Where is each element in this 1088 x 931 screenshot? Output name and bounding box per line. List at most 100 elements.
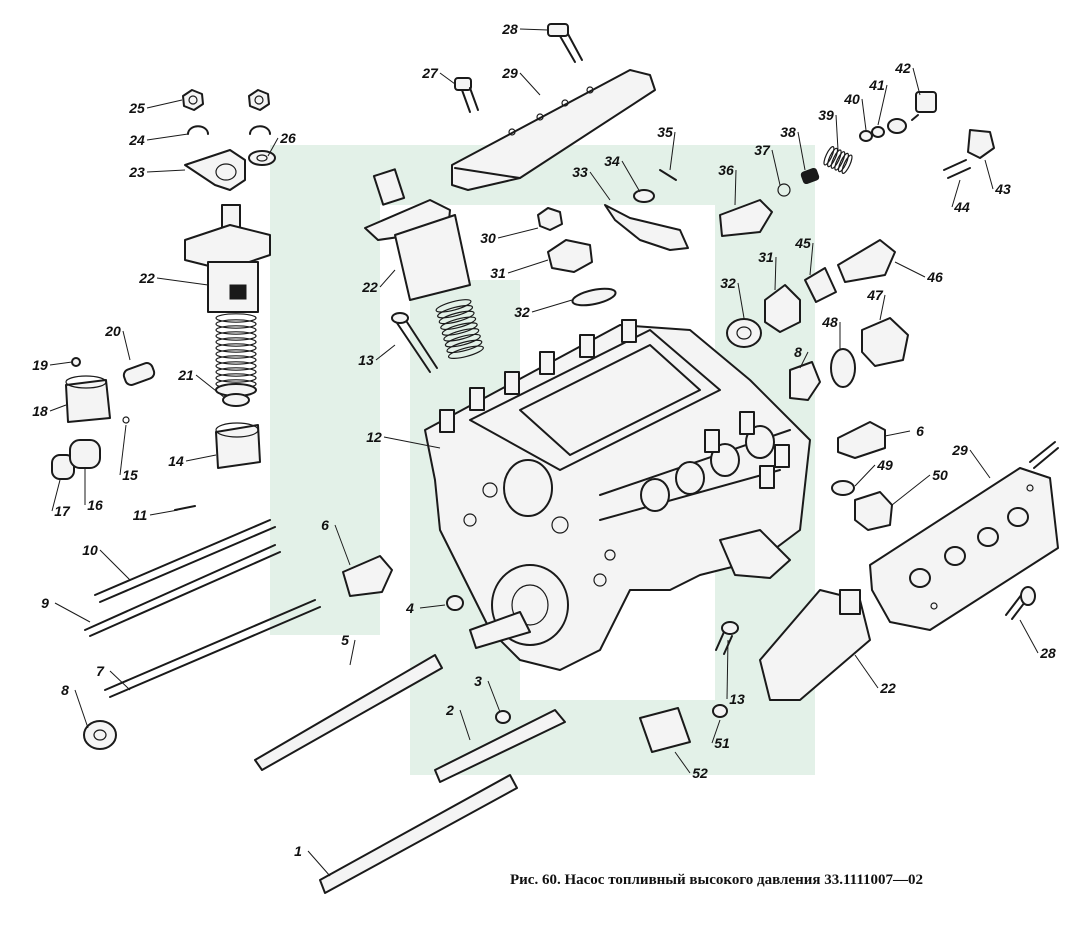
callout-label-7: 7 — [96, 663, 105, 679]
callout-label-10: 10 — [82, 542, 98, 558]
leader-line-33 — [589, 171, 611, 201]
leader-line-34 — [621, 160, 641, 193]
leader-line-32 — [531, 299, 573, 313]
callout-label-50: 50 — [932, 467, 948, 483]
parts-left-column — [51, 357, 261, 511]
callout-label-14: 14 — [168, 453, 184, 469]
pump-housing-12 — [424, 319, 811, 671]
leader-line-17 — [51, 479, 61, 512]
leader-line-41 — [877, 84, 888, 126]
callout-label-22: 22 — [879, 680, 896, 696]
callout-label-34: 34 — [604, 153, 620, 169]
figure-caption: Рис. 60. Насос топливный высокого давлен… — [510, 872, 923, 888]
leader-line-50 — [891, 474, 931, 506]
leader-line-6 — [884, 430, 911, 437]
callout-label-4: 4 — [405, 600, 414, 616]
bolt-28-top — [547, 23, 583, 63]
callout-label-13: 13 — [729, 691, 745, 707]
callout-label-40: 40 — [843, 91, 860, 107]
small-parts-center — [391, 169, 689, 373]
leader-line-23 — [146, 169, 186, 173]
leader-line-47 — [879, 294, 886, 321]
leader-line-45 — [809, 242, 814, 276]
leader-line-39 — [835, 114, 839, 151]
leader-line-35 — [669, 131, 676, 171]
callout-label-36: 36 — [718, 162, 734, 178]
callout-label-32: 32 — [720, 275, 736, 291]
leader-line-3 — [487, 680, 501, 713]
leader-line-22 — [854, 654, 879, 689]
callout-label-25: 25 — [128, 100, 145, 116]
leader-line-1 — [307, 850, 331, 877]
callout-label-38: 38 — [780, 124, 796, 140]
callout-label-42: 42 — [894, 60, 911, 76]
callout-label-52: 52 — [692, 765, 708, 781]
callout-label-51: 51 — [714, 735, 730, 751]
plunger-pair-22-center — [364, 168, 484, 359]
leader-line-19 — [49, 361, 73, 366]
callout-label-1: 1 — [294, 843, 302, 859]
bolt-27 — [454, 77, 479, 113]
fittings-right-top — [719, 91, 995, 401]
callout-label-3: 3 — [474, 673, 482, 689]
leader-line-49 — [854, 464, 876, 487]
racks-left — [83, 519, 464, 750]
callout-label-2: 2 — [445, 702, 454, 718]
leader-line-46 — [894, 261, 926, 278]
leader-line-22 — [156, 277, 209, 286]
leader-line-29 — [969, 449, 991, 479]
leader-line-5 — [349, 639, 356, 666]
callout-label-16: 16 — [87, 497, 103, 513]
callout-label-41: 41 — [868, 77, 885, 93]
callout-label-48: 48 — [821, 314, 838, 330]
leader-line-13 — [375, 344, 396, 361]
callout-label-5: 5 — [341, 632, 349, 648]
leader-line-25 — [146, 99, 183, 109]
callout-label-11: 11 — [133, 507, 148, 523]
callout-label-49: 49 — [876, 457, 893, 473]
callout-label-44: 44 — [953, 199, 970, 215]
parts-right-middle — [715, 421, 893, 701]
callout-label-22: 22 — [138, 270, 155, 286]
callout-label-43: 43 — [994, 181, 1011, 197]
leader-line-52 — [674, 751, 691, 774]
callout-label-45: 45 — [794, 235, 811, 251]
callout-label-19: 19 — [32, 357, 48, 373]
callout-label-18: 18 — [32, 403, 48, 419]
leader-line-8 — [799, 351, 809, 369]
callout-label-29: 29 — [951, 442, 968, 458]
leader-line-30 — [497, 227, 539, 239]
leader-line-14 — [185, 454, 217, 462]
leader-line-26 — [267, 137, 279, 157]
callout-label-37: 37 — [754, 142, 771, 158]
callout-label-17: 17 — [54, 503, 71, 519]
leader-line-7 — [109, 670, 131, 691]
cover-plate-29-right — [869, 441, 1059, 631]
callout-label-31: 31 — [758, 249, 774, 265]
callout-label-21: 21 — [177, 367, 194, 383]
leader-line-38 — [797, 131, 806, 171]
leader-line-15 — [119, 424, 127, 476]
leader-line-11 — [149, 509, 179, 516]
leader-line-21 — [195, 374, 226, 399]
leader-line-8 — [74, 689, 89, 729]
callout-label-13: 13 — [358, 352, 374, 368]
callout-label-29: 29 — [501, 65, 518, 81]
callout-label-28: 28 — [501, 21, 518, 37]
leader-line-51 — [711, 719, 721, 744]
nuts-washers-left — [182, 89, 276, 191]
callout-label-23: 23 — [128, 164, 145, 180]
callout-label-46: 46 — [926, 269, 943, 285]
callout-label-6: 6 — [321, 517, 329, 533]
leader-line-10 — [99, 549, 131, 581]
leader-line-29 — [519, 72, 541, 96]
leader-line-28 — [1019, 619, 1039, 654]
leader-line-6 — [334, 524, 351, 566]
callout-label-15: 15 — [122, 467, 138, 483]
leader-line-36 — [734, 169, 737, 206]
callout-label-28: 28 — [1039, 645, 1056, 661]
callout-label-20: 20 — [104, 323, 121, 339]
callout-label-39: 39 — [818, 107, 834, 123]
